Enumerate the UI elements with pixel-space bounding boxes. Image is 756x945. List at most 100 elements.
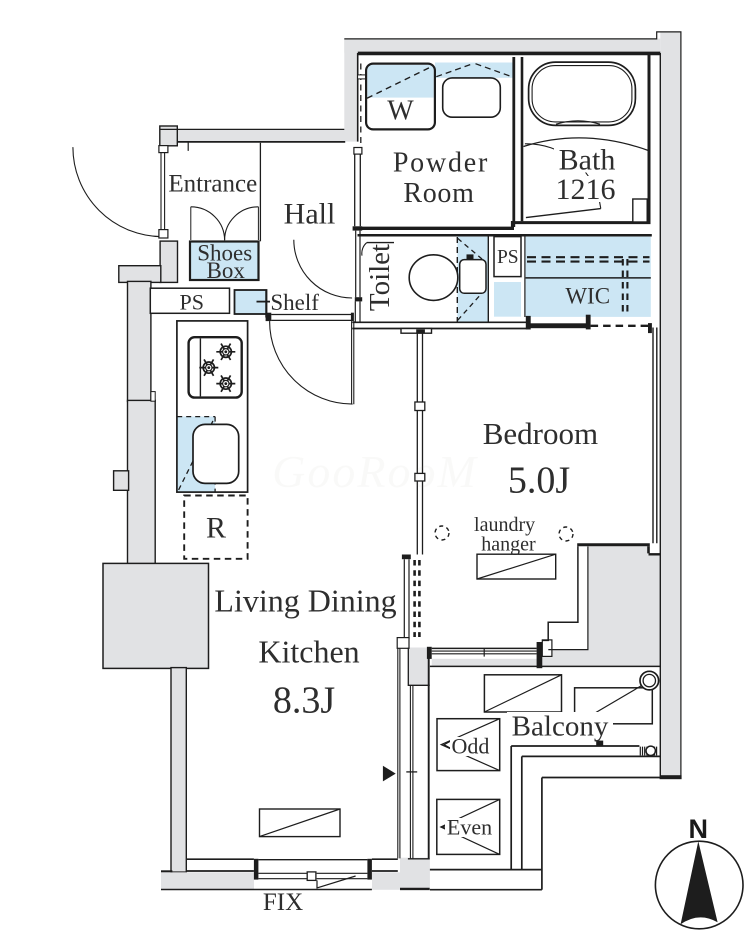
gray-bedroom-step-area (542, 546, 661, 667)
window-pillar-outline (407, 647, 430, 686)
powder-left-joint (353, 146, 363, 155)
toilet-left-wall-lower (354, 301, 361, 323)
wall-left-band-upper (126, 280, 152, 403)
compass-circle (654, 840, 744, 930)
partition-top-cap (401, 554, 411, 560)
toilet-door-leaf (355, 230, 361, 298)
balcony-rect-2 (573, 687, 654, 725)
label-fix: FIX (263, 889, 303, 916)
accordion-door-dashed (413, 560, 421, 637)
entrance-door-jamb-top (158, 145, 169, 154)
wall-left-stub (112, 470, 130, 491)
even-box (436, 798, 501, 856)
odd-chevron (439, 718, 500, 772)
stove (187, 336, 243, 399)
burner-icon (216, 343, 236, 361)
wall-bottom-strip-right (372, 872, 400, 890)
washer-pan-diagonal (366, 64, 434, 99)
kitchen-door-leaf (351, 321, 355, 405)
wic-bottom-cap-left (525, 315, 531, 330)
label-fridge: R (206, 512, 226, 545)
ldk-storage-rect (258, 808, 341, 838)
bedroom-window-cap-left (426, 646, 432, 659)
label-hall: Hall (284, 198, 336, 231)
fix-cap-left (253, 858, 259, 880)
label-powder-1: Powder (393, 148, 489, 179)
label-living-1: Living Dining (214, 583, 396, 619)
label-bg-odd (450, 737, 491, 756)
washer-pan (365, 62, 437, 131)
shoes-box-door-arc-left (190, 206, 226, 241)
toilet-tank (458, 258, 487, 295)
kitchen-doorway-header (271, 313, 352, 322)
wall-below-entrance (159, 240, 179, 284)
gray-bedroom-window-sill (431, 658, 537, 667)
label-laundry-2: hanger (481, 534, 536, 556)
wall-right-band (660, 31, 682, 779)
label-laundry-1: laundry (474, 514, 535, 536)
powder-left-tick (357, 74, 367, 80)
balcony-rail-hatch (639, 745, 658, 757)
wall-ldk-left-band (170, 666, 188, 873)
toilet-cabinet-diagonals (457, 237, 487, 321)
fix-center-block (306, 871, 317, 882)
powder-counter-blue (435, 62, 513, 78)
toilet-door-cap-bottom (354, 297, 363, 302)
bedroom-step-wall (542, 546, 579, 642)
bath-apron-curve (523, 137, 649, 152)
ldk-bottom-wall-right (371, 858, 398, 872)
toilet-bowl (408, 254, 459, 302)
wic-bottom-wall (528, 323, 588, 329)
bedroom-window-jamb (541, 639, 553, 658)
wic-opening-cap (648, 323, 652, 334)
shoes-box-door-arc-right (224, 206, 259, 241)
bedroom-storage-rect (476, 553, 557, 580)
label-odd: Odd (452, 734, 490, 759)
wall-top-band (344, 38, 661, 53)
bedroom-wall-jog-2 (414, 472, 426, 482)
bathtub-outer (527, 61, 637, 127)
right-band-bottom-cap (659, 775, 682, 780)
label-bedroom: Bedroom (483, 416, 598, 451)
wall-bottom-strip-left (161, 872, 254, 890)
wic-blue (525, 236, 651, 317)
label-shelf: Shelf (270, 290, 319, 315)
burner-icon (216, 374, 236, 393)
ldk-bottom-wall-left (186, 858, 254, 872)
wic-hanger-pipe (527, 256, 650, 263)
ps-lower-blue (494, 282, 521, 317)
balcony-rail-post (596, 740, 604, 747)
shoes-box-blue (188, 240, 260, 282)
wic-vertical-dashed (621, 259, 629, 317)
label-entrance: Entrance (168, 171, 257, 198)
entrance-corner-step (177, 141, 189, 151)
balcony-access-triangle (382, 765, 396, 782)
watermark-text: GooRooM (272, 446, 478, 497)
ps-hall-box (149, 287, 231, 315)
toilet-bottom-wall (352, 321, 527, 330)
bedroom-step-gray-edge (548, 546, 589, 651)
bedroom-window-cap-right (536, 642, 543, 669)
odd-box (436, 717, 501, 772)
fix-glass-left (258, 872, 307, 880)
fix-glass-right (316, 872, 368, 880)
label-bg-bath (554, 147, 620, 173)
label-washer: W (387, 96, 414, 127)
kitchen-door-arc (269, 321, 353, 405)
label-bath: Bath (559, 144, 616, 177)
ldk-window-frame-left (397, 648, 401, 859)
wall-entrance-jamb (159, 125, 179, 147)
kitchen-doorway-cap-left (265, 312, 272, 322)
label-bg-even (445, 818, 494, 837)
label-bg-bath-size (552, 176, 618, 202)
kitchen-sink (192, 423, 240, 485)
bedroom-wall-top-cap (416, 329, 425, 334)
label-bg-balcony (507, 712, 613, 739)
wall-step-notch (150, 391, 156, 402)
compass-needle (680, 841, 718, 925)
label-even: Even (447, 815, 492, 840)
toilet-door-cap-top (352, 226, 363, 231)
balcony-rail-vertical (510, 746, 523, 870)
